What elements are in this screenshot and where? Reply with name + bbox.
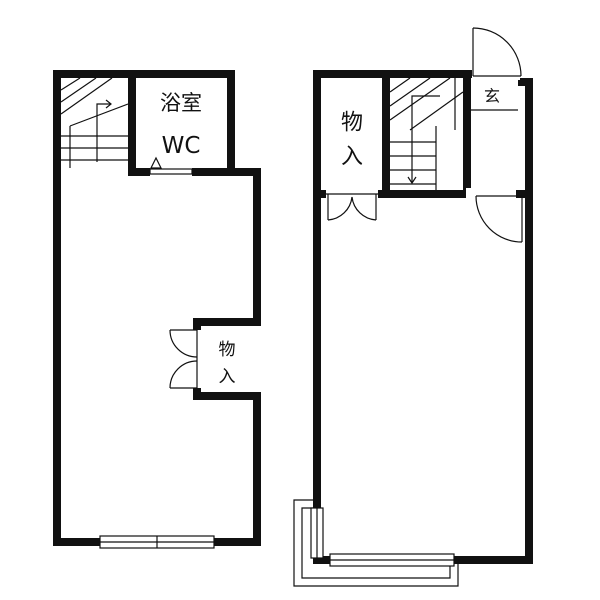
left-floor: 物 入 浴室 WC xyxy=(53,70,261,549)
storage-left-wall-door-jamb-top xyxy=(193,318,201,330)
storage-left-label-1: 物 xyxy=(219,340,236,360)
right-wall-top xyxy=(313,70,473,78)
right-staircase xyxy=(389,77,464,190)
left-stair-arrow-icon xyxy=(96,103,110,162)
right-wall-right xyxy=(525,78,533,564)
bath-label: 浴室 xyxy=(160,91,202,115)
right-stair-arrow-icon xyxy=(411,95,440,182)
wc-label: WC xyxy=(162,133,201,159)
left-wall-top xyxy=(53,70,235,78)
right-window[interactable] xyxy=(329,553,455,567)
bath-door[interactable] xyxy=(149,168,193,175)
left-wall-right-upper xyxy=(253,168,261,320)
storage-left-wall-top xyxy=(193,318,261,326)
stair-block-left xyxy=(382,70,390,198)
storage-left-doors[interactable] xyxy=(169,329,198,389)
left-wall-left xyxy=(53,70,61,546)
balcony xyxy=(293,499,459,587)
left-staircase xyxy=(60,77,129,168)
storage-left-wall-door-jamb-bottom xyxy=(193,388,201,400)
storage-right-label-2: 入 xyxy=(341,145,363,170)
right-floor: 物 入 玄 xyxy=(293,27,533,587)
left-wall-right-lower xyxy=(253,394,261,546)
room-door-opening xyxy=(466,188,516,200)
side-window[interactable] xyxy=(310,507,324,559)
storage-right-doors[interactable] xyxy=(326,193,378,221)
stair-block-right xyxy=(463,78,471,198)
bath-door-marker-icon xyxy=(150,156,162,169)
stair-block-bottom xyxy=(382,190,472,198)
left-wall-step-top xyxy=(227,168,261,176)
room-door[interactable] xyxy=(475,195,523,243)
storage-right-label-1: 物 xyxy=(341,111,363,136)
entrance-label: 玄 xyxy=(484,87,500,106)
entrance-door[interactable] xyxy=(472,27,522,77)
storage-left-wall-bottom xyxy=(193,392,261,400)
entrance-door-opening xyxy=(472,68,520,80)
stair-bath-partition xyxy=(128,70,136,176)
left-wall-step xyxy=(227,70,235,176)
left-window[interactable] xyxy=(99,535,215,549)
right-wall-left xyxy=(313,70,321,564)
storage-left-label-2: 入 xyxy=(219,367,236,387)
